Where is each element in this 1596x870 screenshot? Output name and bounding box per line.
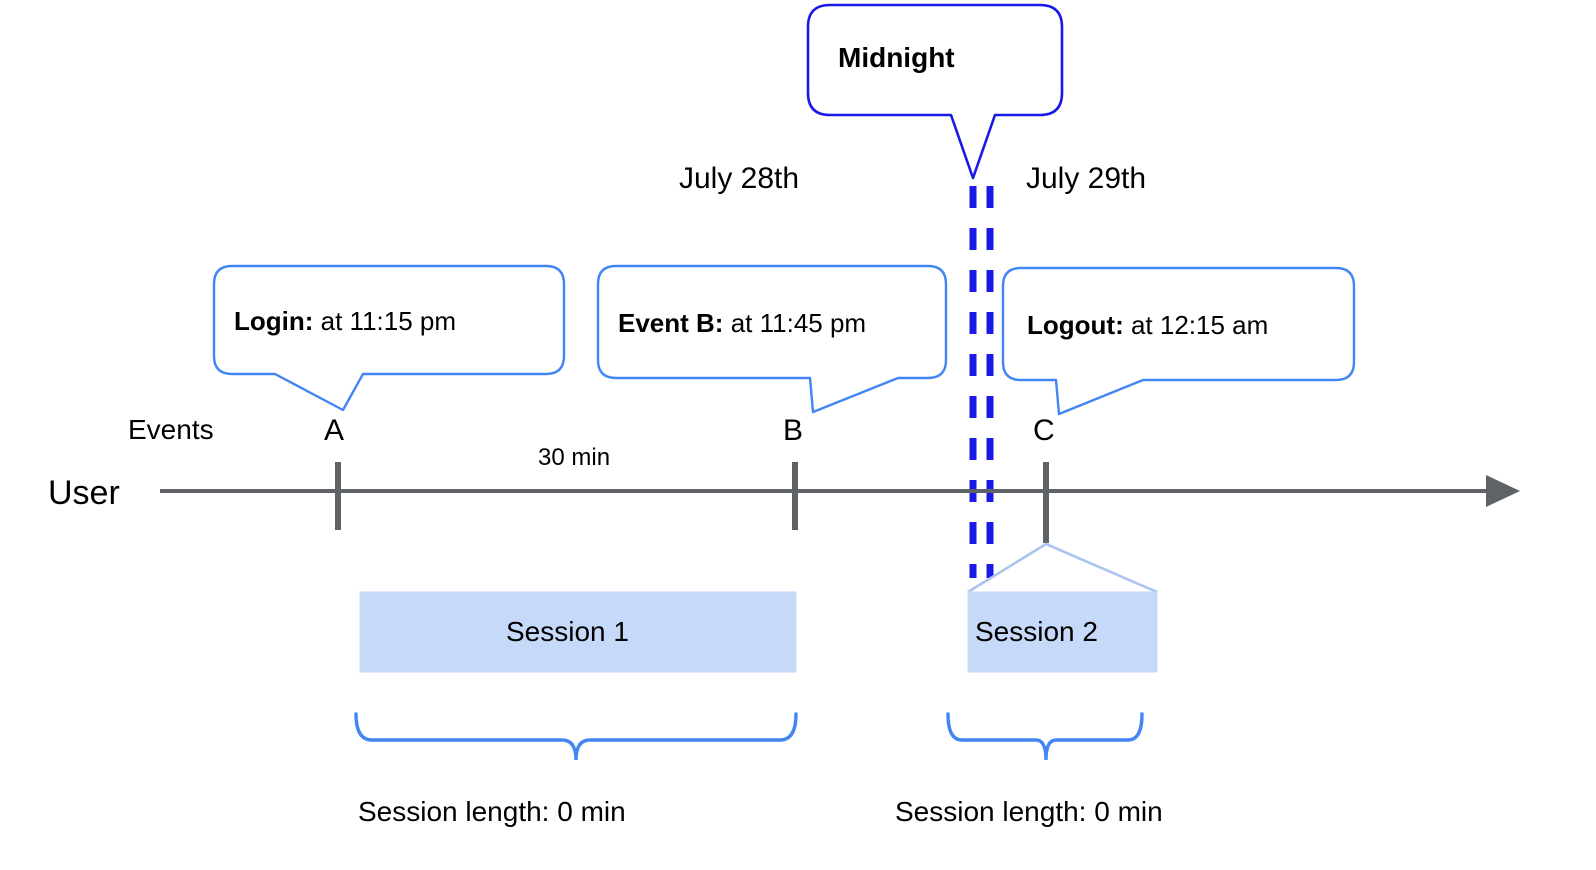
timeline-ticks [335,462,1049,543]
events-row-label: Events [128,414,214,445]
session-2-label: Session 2 [975,616,1098,647]
interval-label-30min: 30 min [538,444,611,471]
login-callout-title: Login: [234,306,314,336]
logout-callout-shape [1001,266,1356,416]
tick-label-a: A [324,414,345,447]
logout-callout-title: Logout: [1027,310,1124,340]
user-row-label: User [48,474,120,512]
logout-callout-time: at 12:15 am [1123,310,1269,340]
date-label-left: July 28th [679,162,800,195]
eventb-callout-shape [596,264,948,414]
login-callout-label: Login: at 11:15 pm [234,306,456,337]
login-callout-time: at 11:15 pm [313,306,457,336]
login-callout-shape [212,264,566,412]
tick-label-b: B [783,414,804,447]
eventb-callout-time: at 11:45 pm [723,308,867,338]
session-2-brace [946,712,1144,761]
eventb-callout-label: Event B: at 11:45 pm [618,308,866,339]
tick-label-c: C [1033,414,1055,447]
session2-connector [967,542,1158,594]
midnight-callout-label: Midnight [838,42,955,73]
session-1-label: Session 1 [506,616,629,647]
session-1-brace [354,712,798,761]
midnight-divider-lines [969,186,994,578]
eventb-callout-title: Event B: [618,308,724,338]
session-1-length-label: Session length: 0 min [358,796,626,827]
timeline-axis [160,475,1520,507]
session-2-length-label: Session length: 0 min [895,796,1163,827]
session-1-box [359,591,797,673]
session-2-box [967,591,1158,673]
date-label-right: July 29th [1026,162,1147,195]
midnight-callout-shape [806,3,1064,180]
logout-callout-label: Logout: at 12:15 am [1027,310,1268,341]
